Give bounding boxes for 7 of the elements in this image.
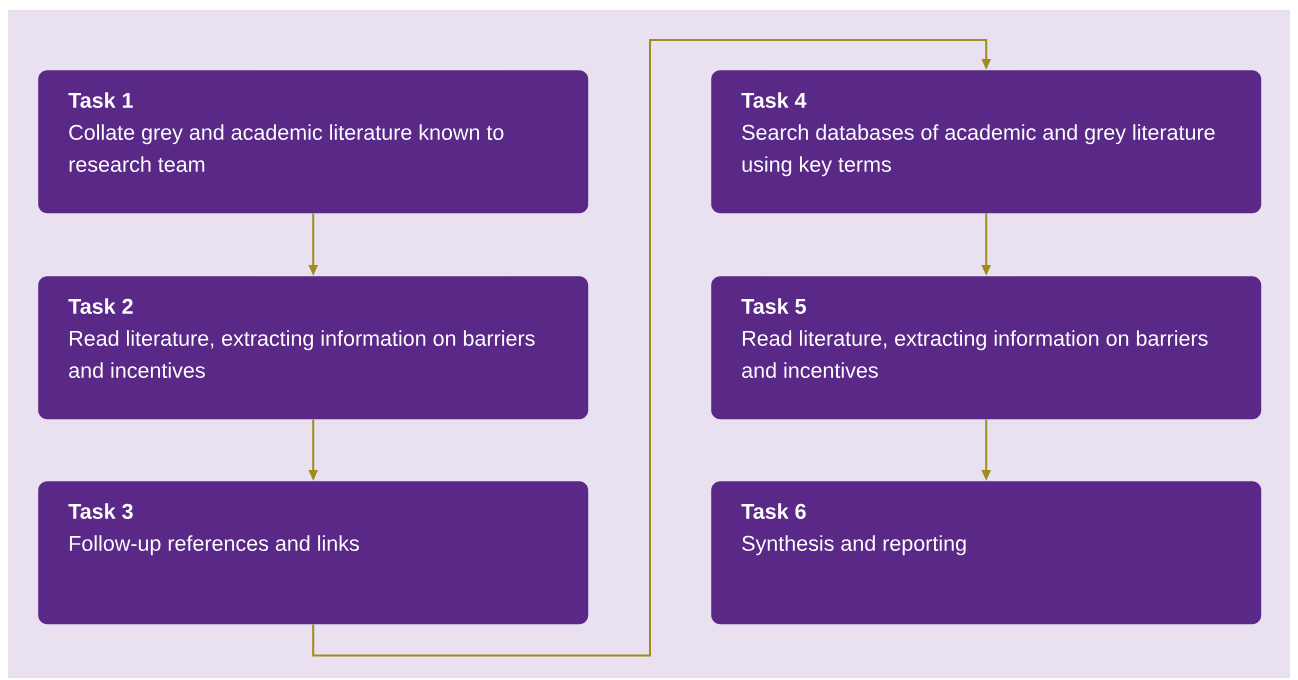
task-box: Task 4 Search databases of academic and grey literature using key terms bbox=[711, 70, 1262, 214]
task-box: Task 2 Read literature, extracting information on barriers and incentives bbox=[38, 276, 589, 420]
task-box: Task 5 Read literature, extracting information on barriers and incentives bbox=[711, 276, 1262, 420]
arrow bbox=[312, 39, 991, 657]
task-box: Task 6 Synthesis and reporting bbox=[711, 481, 1262, 625]
task-box: Task 3 Follow-up references and links bbox=[38, 481, 589, 625]
task-box: Task 1 Collate grey and academic literature known to research team bbox=[38, 70, 589, 214]
